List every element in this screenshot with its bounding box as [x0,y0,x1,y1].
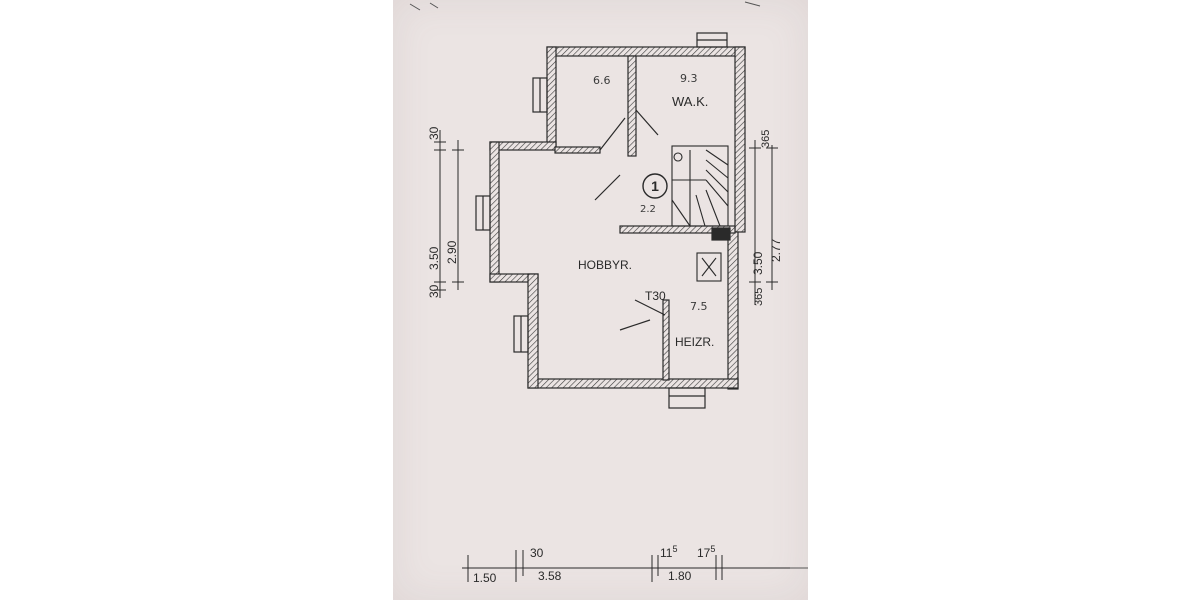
left-dim-top-wall: 30 [427,126,441,140]
hobby-room-label: HOBBYR. [578,258,632,272]
right-dim-upper: 3.50 [751,251,765,275]
bottom-dim-c-wall: 175 [697,544,715,560]
stair-number: 1 [651,178,659,194]
bottom-dim-a-wall: 30 [530,546,544,560]
right-dim-lower: 2.77 [769,238,783,262]
right-dim-bottom-wall: 365 [753,288,765,306]
stair-number-marker: 1 [642,173,668,199]
laundry-room-label: WA.K. [672,94,708,109]
bottom-dim-seg1: 1.50 [473,571,497,585]
windows [475,32,731,409]
left-dim-inner: 2.90 [445,240,459,264]
stair-note: 2.2 [640,204,656,215]
laundry-area: 9.3 [680,72,698,85]
bottom-dim-b-wall: 115 [660,544,677,560]
doors [594,109,666,331]
storage-area: 6.6 [593,74,611,87]
bottom-dim-seg2: 3.58 [538,569,562,583]
door-rating-label: T30 [645,289,666,303]
bottom-dim-seg3: 1.80 [668,569,692,583]
bottom-dimension-lines [462,550,790,582]
staircase [671,145,729,227]
chimney-symbol [696,252,722,282]
heating-area: 7.5 [690,300,708,313]
right-dim-top-wall: 365 [760,130,772,148]
left-dim-bottom-wall: 30 [427,284,441,298]
paper-edge-marks [409,1,808,569]
left-dim-outer: 3.50 [427,246,441,270]
heating-room-label: HEIZR. [675,335,714,349]
left-dimension-lines [434,130,464,298]
right-dimension-lines [749,140,778,305]
